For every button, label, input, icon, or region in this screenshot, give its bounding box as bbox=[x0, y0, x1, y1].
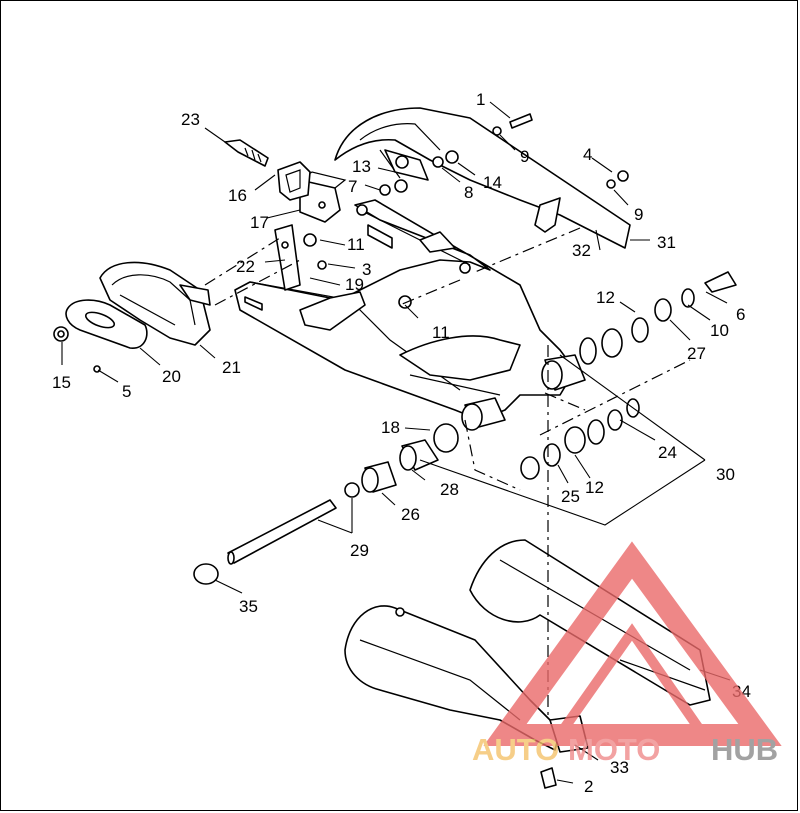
callout-20: 20 bbox=[162, 367, 181, 386]
watermark-text-hub: HUB bbox=[711, 732, 778, 767]
nut-part bbox=[53, 126, 629, 498]
callout-16: 16 bbox=[228, 186, 247, 205]
pivot-shaft-part bbox=[227, 499, 337, 565]
leader-lines bbox=[61, 101, 731, 784]
callout-8: 8 bbox=[464, 183, 473, 202]
callout-35: 35 bbox=[239, 597, 258, 616]
block-part bbox=[299, 171, 347, 223]
callout-23: 23 bbox=[181, 110, 200, 129]
callout-11b: 11 bbox=[432, 323, 450, 342]
callout-17: 17 bbox=[250, 213, 269, 232]
callout-32: 32 bbox=[572, 241, 591, 260]
callout-31: 31 bbox=[657, 233, 676, 252]
callout-6: 6 bbox=[736, 305, 745, 324]
callout-24: 24 bbox=[658, 443, 677, 462]
callout-12a: 12 bbox=[596, 288, 615, 307]
plug-cap-part bbox=[193, 563, 219, 585]
callout-2: 2 bbox=[584, 777, 593, 796]
callout-labels: 1 2 3 4 5 6 7 8 9 9 10 11 11 12 12 13 14… bbox=[52, 90, 751, 796]
callout-18: 18 bbox=[381, 418, 400, 437]
callout-3: 3 bbox=[362, 260, 371, 279]
callout-10: 10 bbox=[710, 321, 729, 340]
callout-12b: 12 bbox=[585, 478, 604, 497]
screw-part bbox=[509, 113, 737, 293]
adjuster-plate-part bbox=[65, 299, 148, 349]
assembly-lines bbox=[204, 227, 691, 720]
bolt-part bbox=[224, 139, 269, 167]
callout-11a: 11 bbox=[347, 235, 365, 254]
callout-28: 28 bbox=[440, 480, 459, 499]
callout-19: 19 bbox=[345, 275, 364, 294]
callout-33: 33 bbox=[610, 758, 629, 777]
callout-9a: 9 bbox=[520, 147, 529, 166]
adjuster-housing-part bbox=[99, 261, 211, 346]
callout-30: 30 bbox=[716, 465, 735, 484]
callout-4: 4 bbox=[583, 145, 592, 164]
bolt-part bbox=[540, 767, 557, 789]
callout-9b: 9 bbox=[634, 205, 643, 224]
callout-25: 25 bbox=[561, 487, 580, 506]
callout-14: 14 bbox=[483, 173, 502, 192]
callout-27: 27 bbox=[687, 344, 706, 363]
swingarm-part bbox=[234, 199, 576, 421]
callout-29: 29 bbox=[350, 541, 369, 560]
bearing-stack-part bbox=[361, 288, 695, 493]
bracket-part bbox=[534, 197, 561, 233]
callout-7: 7 bbox=[348, 177, 357, 196]
callout-1: 1 bbox=[476, 90, 485, 109]
callout-15: 15 bbox=[52, 373, 71, 392]
callout-26: 26 bbox=[401, 505, 420, 524]
callout-13: 13 bbox=[352, 157, 371, 176]
watermark-logo: AUTO MOTO HUB bbox=[472, 541, 782, 767]
callout-22: 22 bbox=[236, 257, 255, 276]
watermark-text-auto: AUTO bbox=[472, 732, 559, 767]
callout-5: 5 bbox=[122, 382, 131, 401]
pivot-bushing-part bbox=[461, 354, 586, 431]
watermark-text-moto: MOTO bbox=[568, 732, 660, 767]
cap-part bbox=[277, 161, 311, 201]
snail-cam-part bbox=[274, 224, 301, 291]
callout-21: 21 bbox=[222, 358, 241, 377]
